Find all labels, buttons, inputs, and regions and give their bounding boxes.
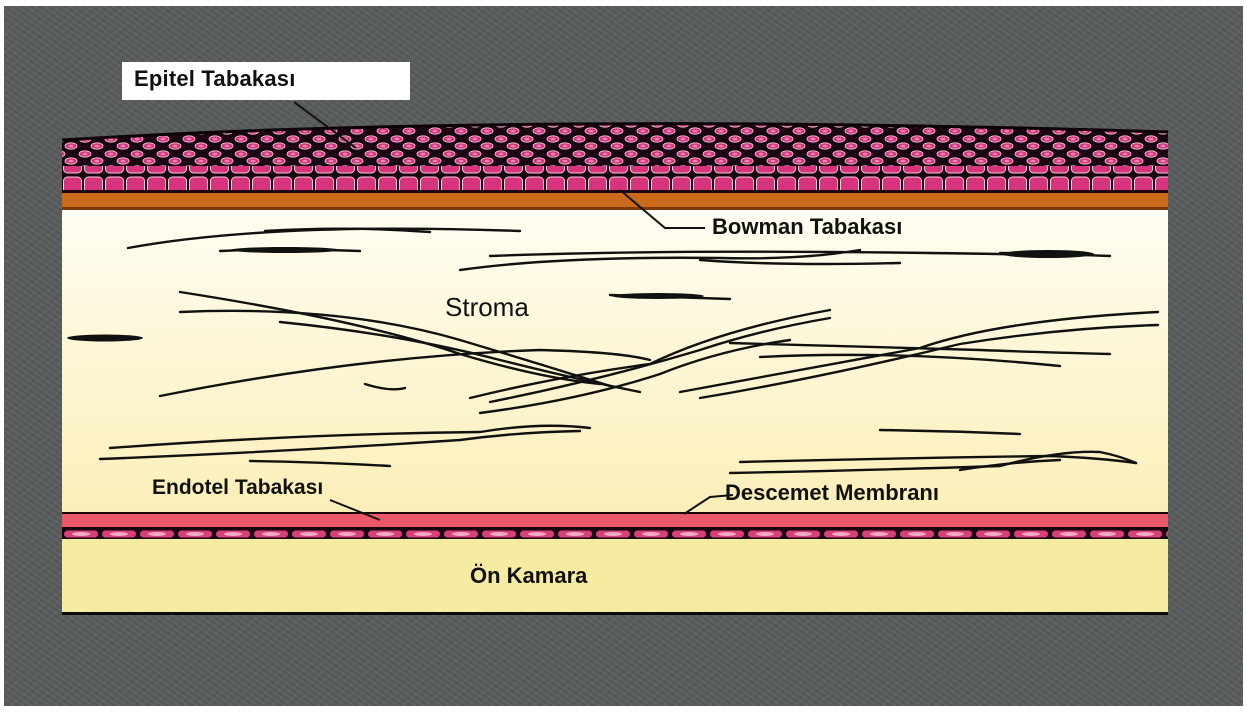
anterior-chamber <box>62 539 1168 614</box>
endothelium-layer <box>62 527 1168 539</box>
descemet-label: Descemet Membranı <box>725 480 939 505</box>
endotel-label: Endotel Tabakası <box>152 476 323 499</box>
on-kamara-label: Ön Kamara <box>470 563 588 588</box>
epitel-label: Epitel Tabakası <box>134 66 296 92</box>
epithelium-basal-cells <box>62 166 1168 191</box>
bowman-label: Bowman Tabakası <box>712 214 902 239</box>
stroma-label: Stroma <box>445 292 529 322</box>
descemet-layer <box>62 513 1168 527</box>
